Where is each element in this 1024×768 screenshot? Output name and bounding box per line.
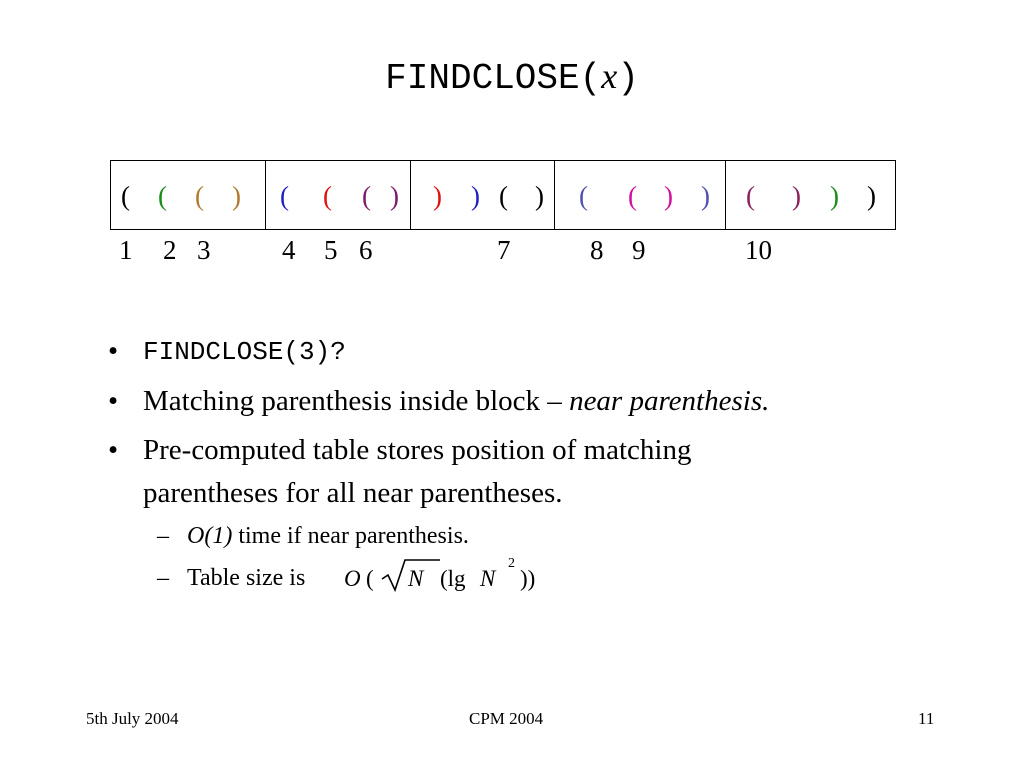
big-o-term: O(1) (187, 523, 233, 549)
position-index: 6 (359, 235, 373, 265)
bullet-precomputed-line2: parentheses for all near parentheses. (143, 477, 563, 509)
bullet-marker: • (108, 335, 119, 367)
position-index: 5 (324, 235, 338, 265)
title-close: ) (617, 58, 639, 99)
formula-lg: (lg (440, 566, 466, 591)
position-index: 7 (497, 235, 511, 265)
position-index: 1 (119, 235, 133, 265)
paren: ) (433, 181, 442, 211)
position-index: 8 (590, 235, 604, 265)
paren: ( (323, 181, 332, 211)
bullet-marker: • (108, 434, 119, 466)
paren: ( (280, 181, 289, 211)
paren: ( (579, 181, 588, 211)
paren: ) (830, 181, 839, 211)
block-5: ( ) ) ) (726, 161, 895, 229)
footer-date: 5th July 2004 (86, 709, 179, 728)
sub-bullet-marker: – (157, 565, 169, 591)
position-index: 2 (163, 235, 177, 265)
footer-conference: CPM 2004 (469, 709, 544, 728)
bullet-findclose-question: FINDCLOSE(3)? (143, 337, 346, 367)
paren: ( (362, 181, 371, 211)
paren: ) (664, 181, 673, 211)
paren: ) (792, 181, 801, 211)
sub-bullet-text: time if near parenthesis. (232, 523, 469, 549)
position-index: 4 (282, 235, 296, 265)
block-1: ( ( ( ) (111, 161, 266, 229)
bullet-italic-term: near parenthesis. (569, 385, 770, 417)
paren: ( (628, 181, 637, 211)
formula-big-o: O (344, 566, 361, 591)
formula-exponent: 2 (508, 556, 515, 571)
position-index: 3 (197, 235, 211, 265)
paren: ) (867, 181, 876, 211)
formula-n: N (408, 566, 424, 591)
sqrt-icon (381, 559, 440, 592)
position-index: 9 (632, 235, 646, 265)
paren: ( (195, 181, 204, 211)
paren: ( (121, 181, 130, 211)
formula-paren: ( (366, 566, 374, 591)
bullet-precomputed-line1: Pre-computed table stores position of ma… (143, 434, 692, 466)
paren: ( (746, 181, 755, 211)
bullet-near-parenthesis: Matching parenthesis inside block – near… (143, 384, 769, 418)
paren: ) (471, 181, 480, 211)
title-argument: x (601, 56, 618, 96)
paren: ) (535, 181, 544, 211)
slide-title: FINDCLOSE(x) (0, 54, 1024, 101)
sub-bullet-marker: – (157, 523, 169, 549)
paren: ( (158, 181, 167, 211)
block-4: ( ( ) ) (555, 161, 726, 229)
formula-n-squared: N (480, 566, 496, 591)
paren: ( (499, 181, 508, 211)
block-2: ( ( ( ) (266, 161, 411, 229)
formula-close: )) (520, 566, 536, 591)
sub-bullet-table-size: Table size is (187, 565, 306, 591)
block-3: ) ) ( ) (411, 161, 555, 229)
title-function: FINDCLOSE( (385, 58, 602, 99)
paren: ) (390, 181, 399, 211)
paren: ) (701, 181, 710, 211)
bullet-marker: • (108, 385, 119, 417)
parenthesis-block-table: ( ( ( ) ( ( ( ) ) ) ( ) ( ( ) ) ( ) ) ) (110, 160, 896, 230)
position-index: 10 (745, 235, 772, 265)
paren: ) (232, 181, 241, 211)
sub-bullet-o1: O(1) time if near parenthesis. (187, 522, 469, 550)
bullet-text: Matching parenthesis inside block – (143, 385, 570, 417)
footer-page-number: 11 (918, 709, 935, 728)
